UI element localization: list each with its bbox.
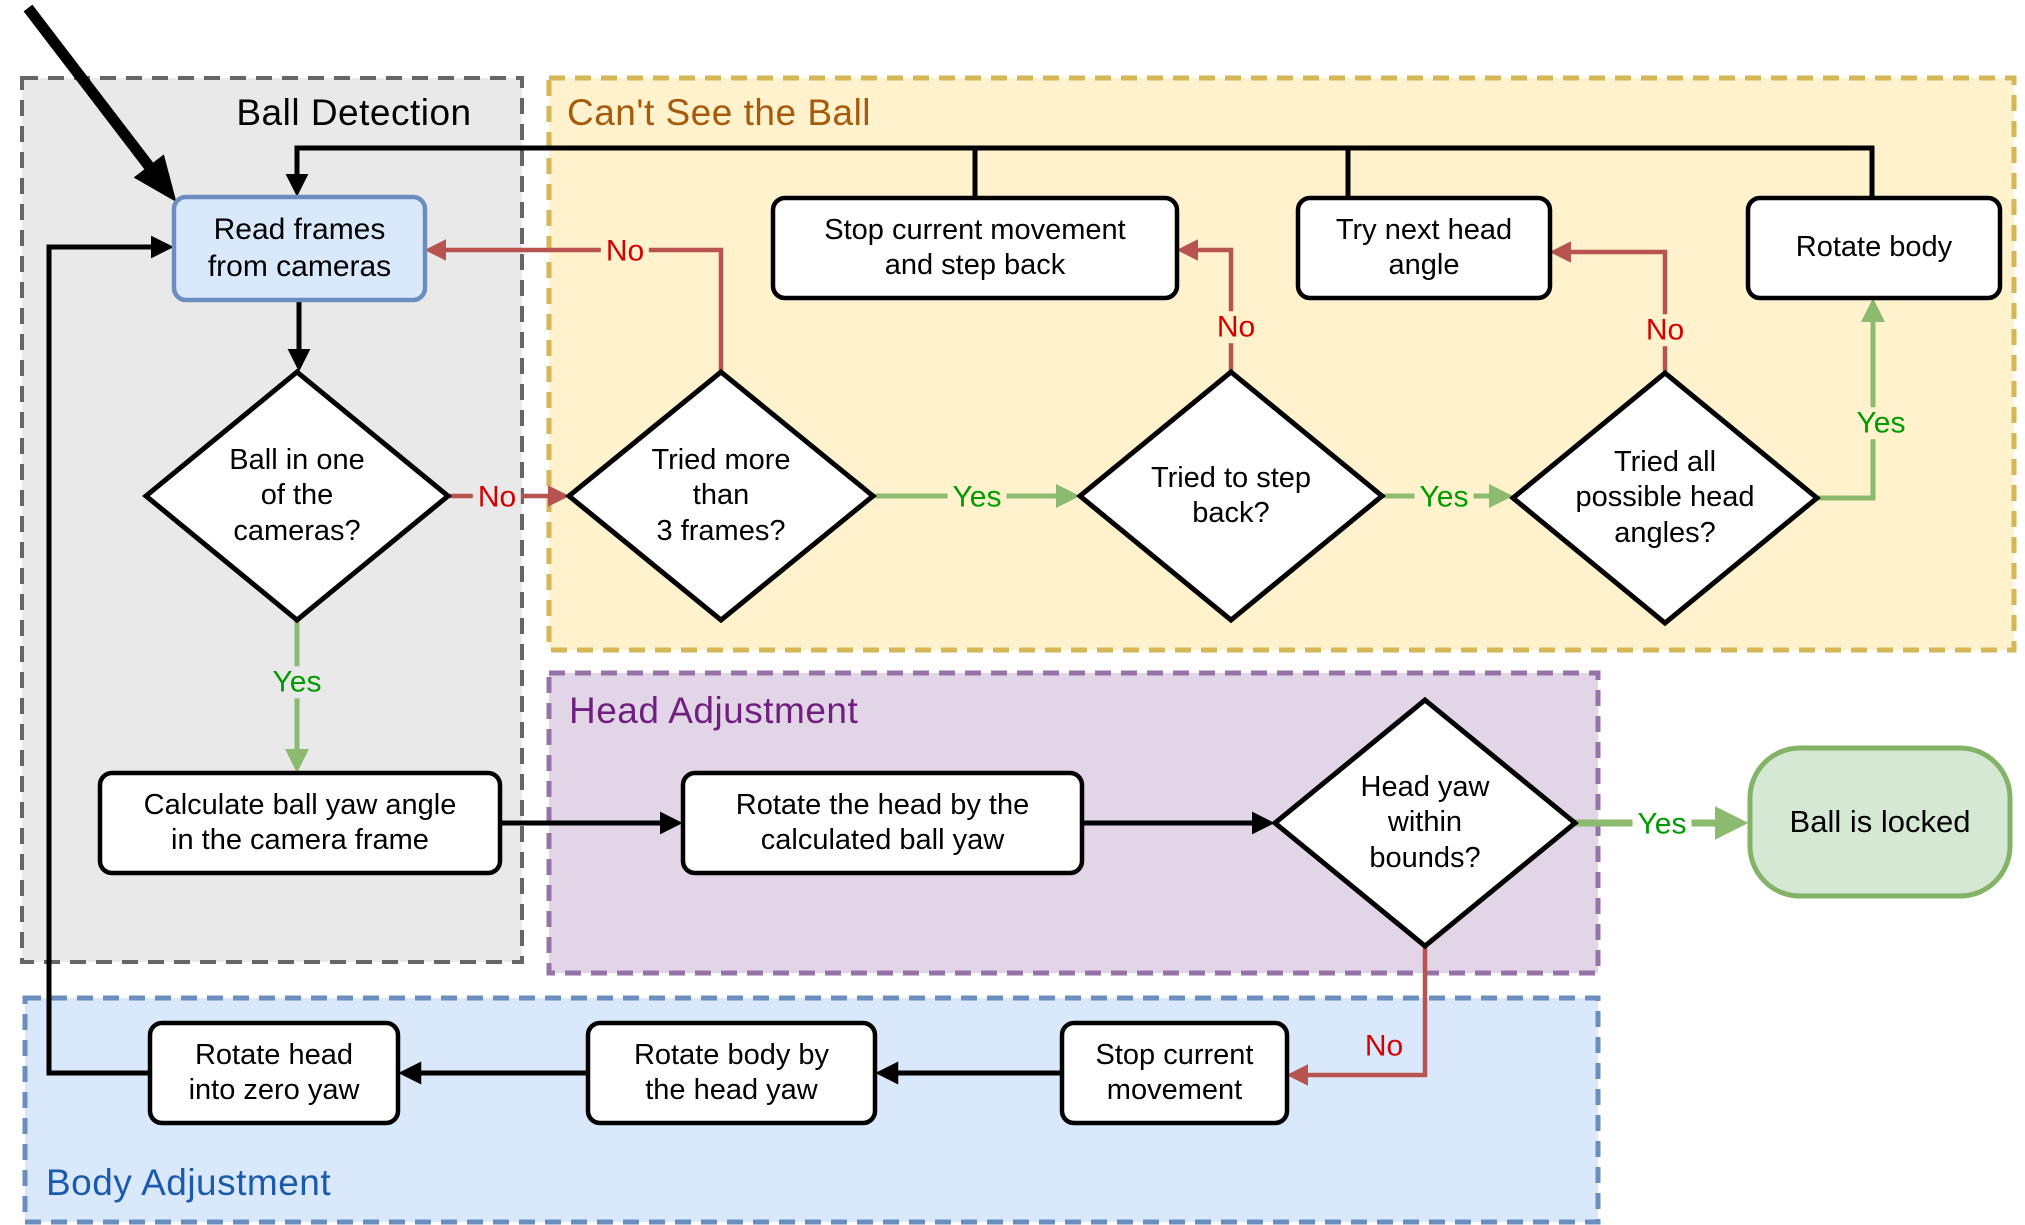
region-title-body-adjustment: Body Adjustment xyxy=(46,1162,332,1203)
edge-label-no-tried-all-angles: No xyxy=(1640,314,1690,346)
edge-label-yes-tried-3-frames: Yes xyxy=(947,481,1007,513)
node-stop-movement-step-back xyxy=(770,195,1180,301)
edge-label-no-ball-in-camera: No xyxy=(472,481,522,513)
node-rotate-body xyxy=(1745,195,2003,301)
decision-tried-step-back xyxy=(1076,368,1386,624)
decision-tried-3-frames xyxy=(565,368,877,624)
node-ball-is-locked xyxy=(1747,745,2013,899)
edge-label-yes-head-yaw-bounds: Yes xyxy=(1632,808,1692,840)
edge-label-no-tried-3-frames: No xyxy=(600,235,650,267)
node-rotate-head-by-yaw xyxy=(680,770,1085,876)
node-rotate-head-zero-yaw xyxy=(147,1020,401,1126)
node-stop-current-movement xyxy=(1059,1020,1290,1126)
region-title-ball-detection: Ball Detection xyxy=(236,92,472,133)
decision-tried-all-angles xyxy=(1509,369,1821,627)
decision-head-yaw-bounds xyxy=(1271,696,1579,950)
edge-label-no-tried-step-back: No xyxy=(1211,311,1261,343)
node-try-next-head-angle xyxy=(1295,195,1553,301)
edge-no-tried-3-frames-to-read-frames xyxy=(424,239,724,372)
edge-rotate-head-zero-to-read-frames-loop xyxy=(46,235,174,1076)
node-read-frames xyxy=(171,194,428,303)
edge-label-yes-tried-step-back: Yes xyxy=(1414,481,1474,513)
decision-ball-in-camera xyxy=(142,368,452,624)
edge-label-yes-ball-in-camera: Yes xyxy=(267,666,327,698)
edge-yes-tried-all-angles-to-rotate-body xyxy=(1817,297,1886,501)
node-rotate-body-by-head-yaw xyxy=(585,1020,878,1126)
region-title-head-adjustment: Head Adjustment xyxy=(569,690,859,731)
edge-label-no-head-yaw-bounds: No xyxy=(1359,1030,1409,1062)
region-title-cant-see-the-ball: Can't See the Ball xyxy=(567,92,872,133)
node-calculate-ball-yaw xyxy=(97,770,503,876)
edge-entry-start-arrow xyxy=(23,4,177,203)
edge-label-yes-tried-all-angles: Yes xyxy=(1851,407,1911,439)
edge-no-head-yaw-to-stop-movement xyxy=(1286,946,1428,1086)
edge-feedback-top-to-read-frames xyxy=(285,145,1875,198)
